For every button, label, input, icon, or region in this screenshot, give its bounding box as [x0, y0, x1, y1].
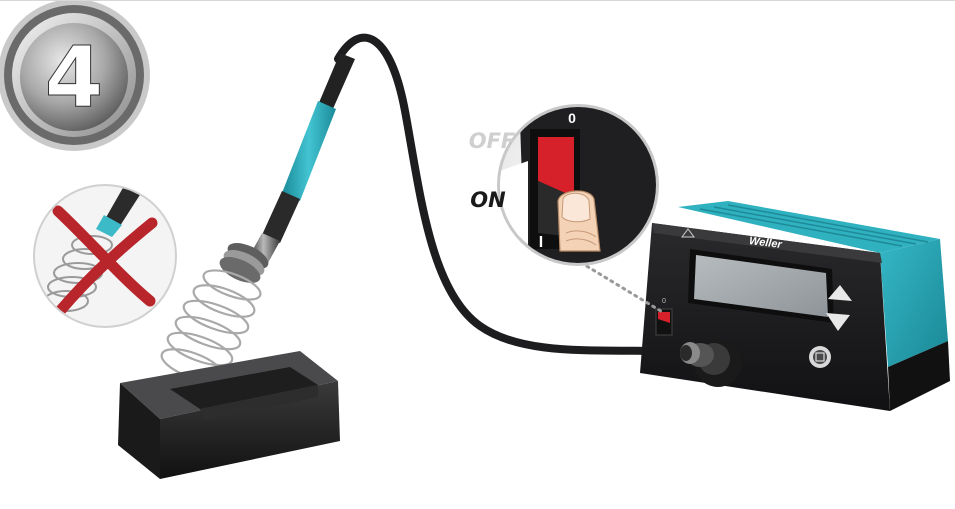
- switch-top-mark: 0: [568, 110, 576, 126]
- off-label: OFF: [469, 129, 516, 153]
- finger-pressing-switch: [558, 191, 600, 251]
- step-badge: 4: [0, 1, 150, 151]
- soldering-station: Weller 0: [640, 201, 950, 411]
- power-off-mark: 0: [662, 298, 666, 305]
- iron-stand-base: [118, 351, 340, 479]
- no-tip-warning-inset: [33, 179, 177, 328]
- soldering-iron: [216, 53, 355, 288]
- menu-button[interactable]: [809, 346, 831, 368]
- switch-zoom-inset: 0 I OFF ON: [469, 61, 660, 321]
- switch-bottom-mark: I: [539, 234, 543, 251]
- step-number: 4: [45, 28, 103, 126]
- on-label: ON: [470, 188, 506, 212]
